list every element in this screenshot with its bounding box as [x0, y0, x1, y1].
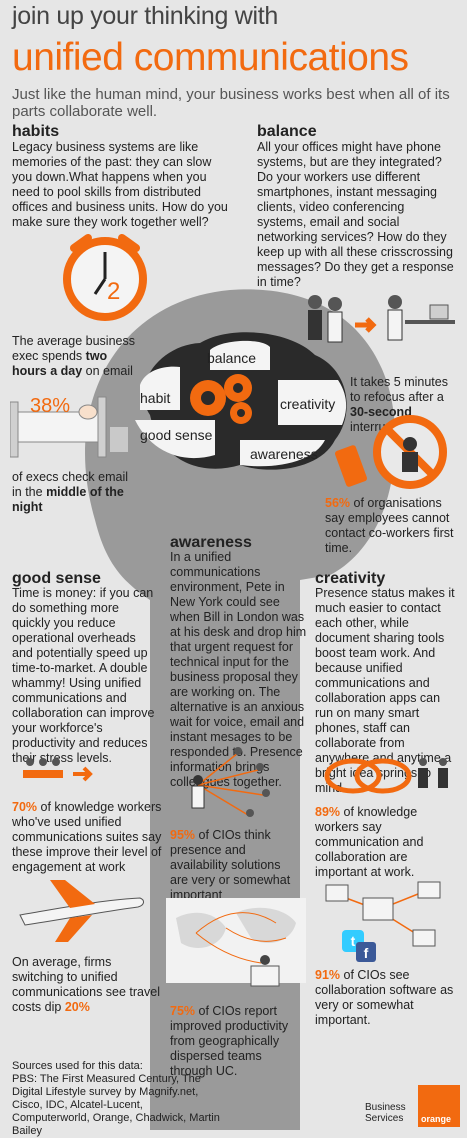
bed-percent: 38%: [30, 395, 71, 417]
creativity-stat-communication: 89% of knowledge workers say communicati…: [315, 805, 424, 879]
good-sense-heading: good sense: [12, 570, 101, 587]
computer-network-icon: [325, 881, 441, 947]
bed-icon: [10, 396, 128, 458]
subtitle: Just like the human mind, your business …: [12, 86, 450, 120]
habits-stat-email: The average business exec spends two hou…: [12, 334, 135, 378]
balance-body: All your offices might have phone system…: [257, 140, 454, 289]
habits-body: Legacy business systems are like memorie…: [12, 140, 228, 229]
network-people-icon: [191, 747, 270, 817]
no-phone-icon: [335, 415, 447, 489]
airplane-icon: [19, 880, 144, 942]
good-sense-stat-engagement: 70% of knowledge workers who've used uni…: [12, 800, 162, 874]
orange-logo: orange: [418, 1085, 460, 1127]
sources-heading: Sources used for this data:: [12, 1060, 143, 1072]
brain-word-creativity: creativity: [280, 396, 336, 412]
brain-word-balance: balance: [207, 350, 257, 366]
gears-icon: [190, 374, 252, 424]
good-sense-body: Time is money: if you can do something m…: [12, 586, 155, 765]
awareness-stat-presence: 95% of CIOs think presence and availabil…: [170, 828, 291, 902]
good-sense-stat-travel: On average, firms switching to unified c…: [12, 955, 160, 1014]
title-line-2: unified communications: [12, 36, 409, 79]
awareness-stat-productivity: 75% of CIOs report improved productivity…: [170, 1004, 289, 1078]
brain-word-good-sense: good sense: [140, 427, 213, 443]
sources-text: PBS: The First Measured Century, The Dig…: [12, 1073, 220, 1137]
balance-heading: balance: [257, 123, 317, 140]
clock-icon: [63, 234, 147, 321]
creativity-heading: creativity: [315, 570, 386, 587]
overlapping-circles-icon: [324, 758, 448, 794]
brain-word-awareness: awareness: [250, 446, 318, 462]
title-line-1: join up your thinking with: [12, 2, 278, 30]
office-workers-icon: [308, 295, 455, 343]
world-map-icon: [166, 898, 306, 987]
brain-word-habit: habit: [140, 390, 171, 406]
brain-icon: [135, 332, 347, 470]
awareness-body: In a unified communications environment,…: [170, 550, 307, 789]
awareness-heading: awareness: [170, 534, 252, 551]
meeting-icon: [23, 758, 93, 782]
creativity-stat-software: 91% of CIOs see collaboration software a…: [315, 968, 454, 1027]
balance-stat-contact: 56% of organisations say employees canno…: [325, 496, 454, 555]
habits-heading: habits: [12, 123, 60, 140]
habits-stat-night: of execs check email in the middle of th…: [12, 470, 129, 514]
clock-number: 2: [107, 278, 121, 305]
brand-tagline: Business Services: [365, 1102, 406, 1124]
facebook-icon: f: [356, 942, 376, 962]
sources: Sources used for this data: PBS: The Fir…: [12, 1060, 222, 1138]
creativity-body: Presence status makes it much easier to …: [315, 586, 455, 795]
